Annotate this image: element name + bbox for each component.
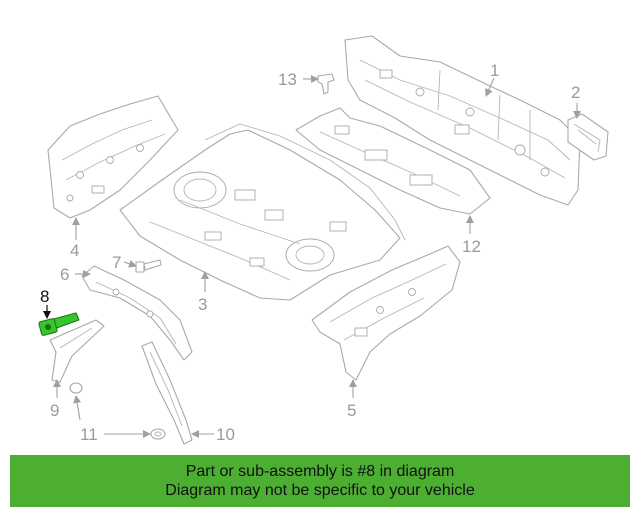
part-7-bolt [135,259,162,273]
part-9-bracket [49,319,105,383]
part-grommet-small [69,382,83,394]
callout-8: 8 [40,287,49,306]
part-3-floor-pan [119,123,406,301]
callout-11: 11 [80,425,98,444]
leader-lines [43,75,581,438]
callout-2: 2 [571,83,580,102]
info-banner: Part or sub-assembly is #8 in diagram Di… [10,455,630,507]
callout-9: 9 [50,401,59,420]
callout-10: 10 [216,425,235,444]
part-13-clip [317,73,335,95]
callout-7: 7 [112,253,121,272]
callout-12: 12 [462,237,481,256]
part-1-rear-panel [344,35,581,206]
part-4-side-panel [47,95,179,219]
callout-1: 1 [490,61,499,80]
parts-diagram: 1 2 3 4 5 6 7 8 9 10 11 12 13 [38,35,609,445]
part-6-rail [81,265,193,361]
banner-line-1: Part or sub-assembly is #8 in diagram [185,463,455,480]
callout-13: 13 [278,70,297,89]
callout-4: 4 [70,241,79,260]
part-10-brace [141,341,193,445]
part-5-inner-panel [311,245,461,381]
part-11-grommet [150,428,166,440]
callout-6: 6 [60,265,69,284]
part-8-bolt-highlighted [38,312,80,336]
callout-3: 3 [198,295,207,314]
callout-5: 5 [347,401,356,420]
part-12-cross-member [295,107,491,215]
banner-line-2: Diagram may not be specific to your vehi… [165,482,475,499]
part-2-cover [567,113,609,161]
